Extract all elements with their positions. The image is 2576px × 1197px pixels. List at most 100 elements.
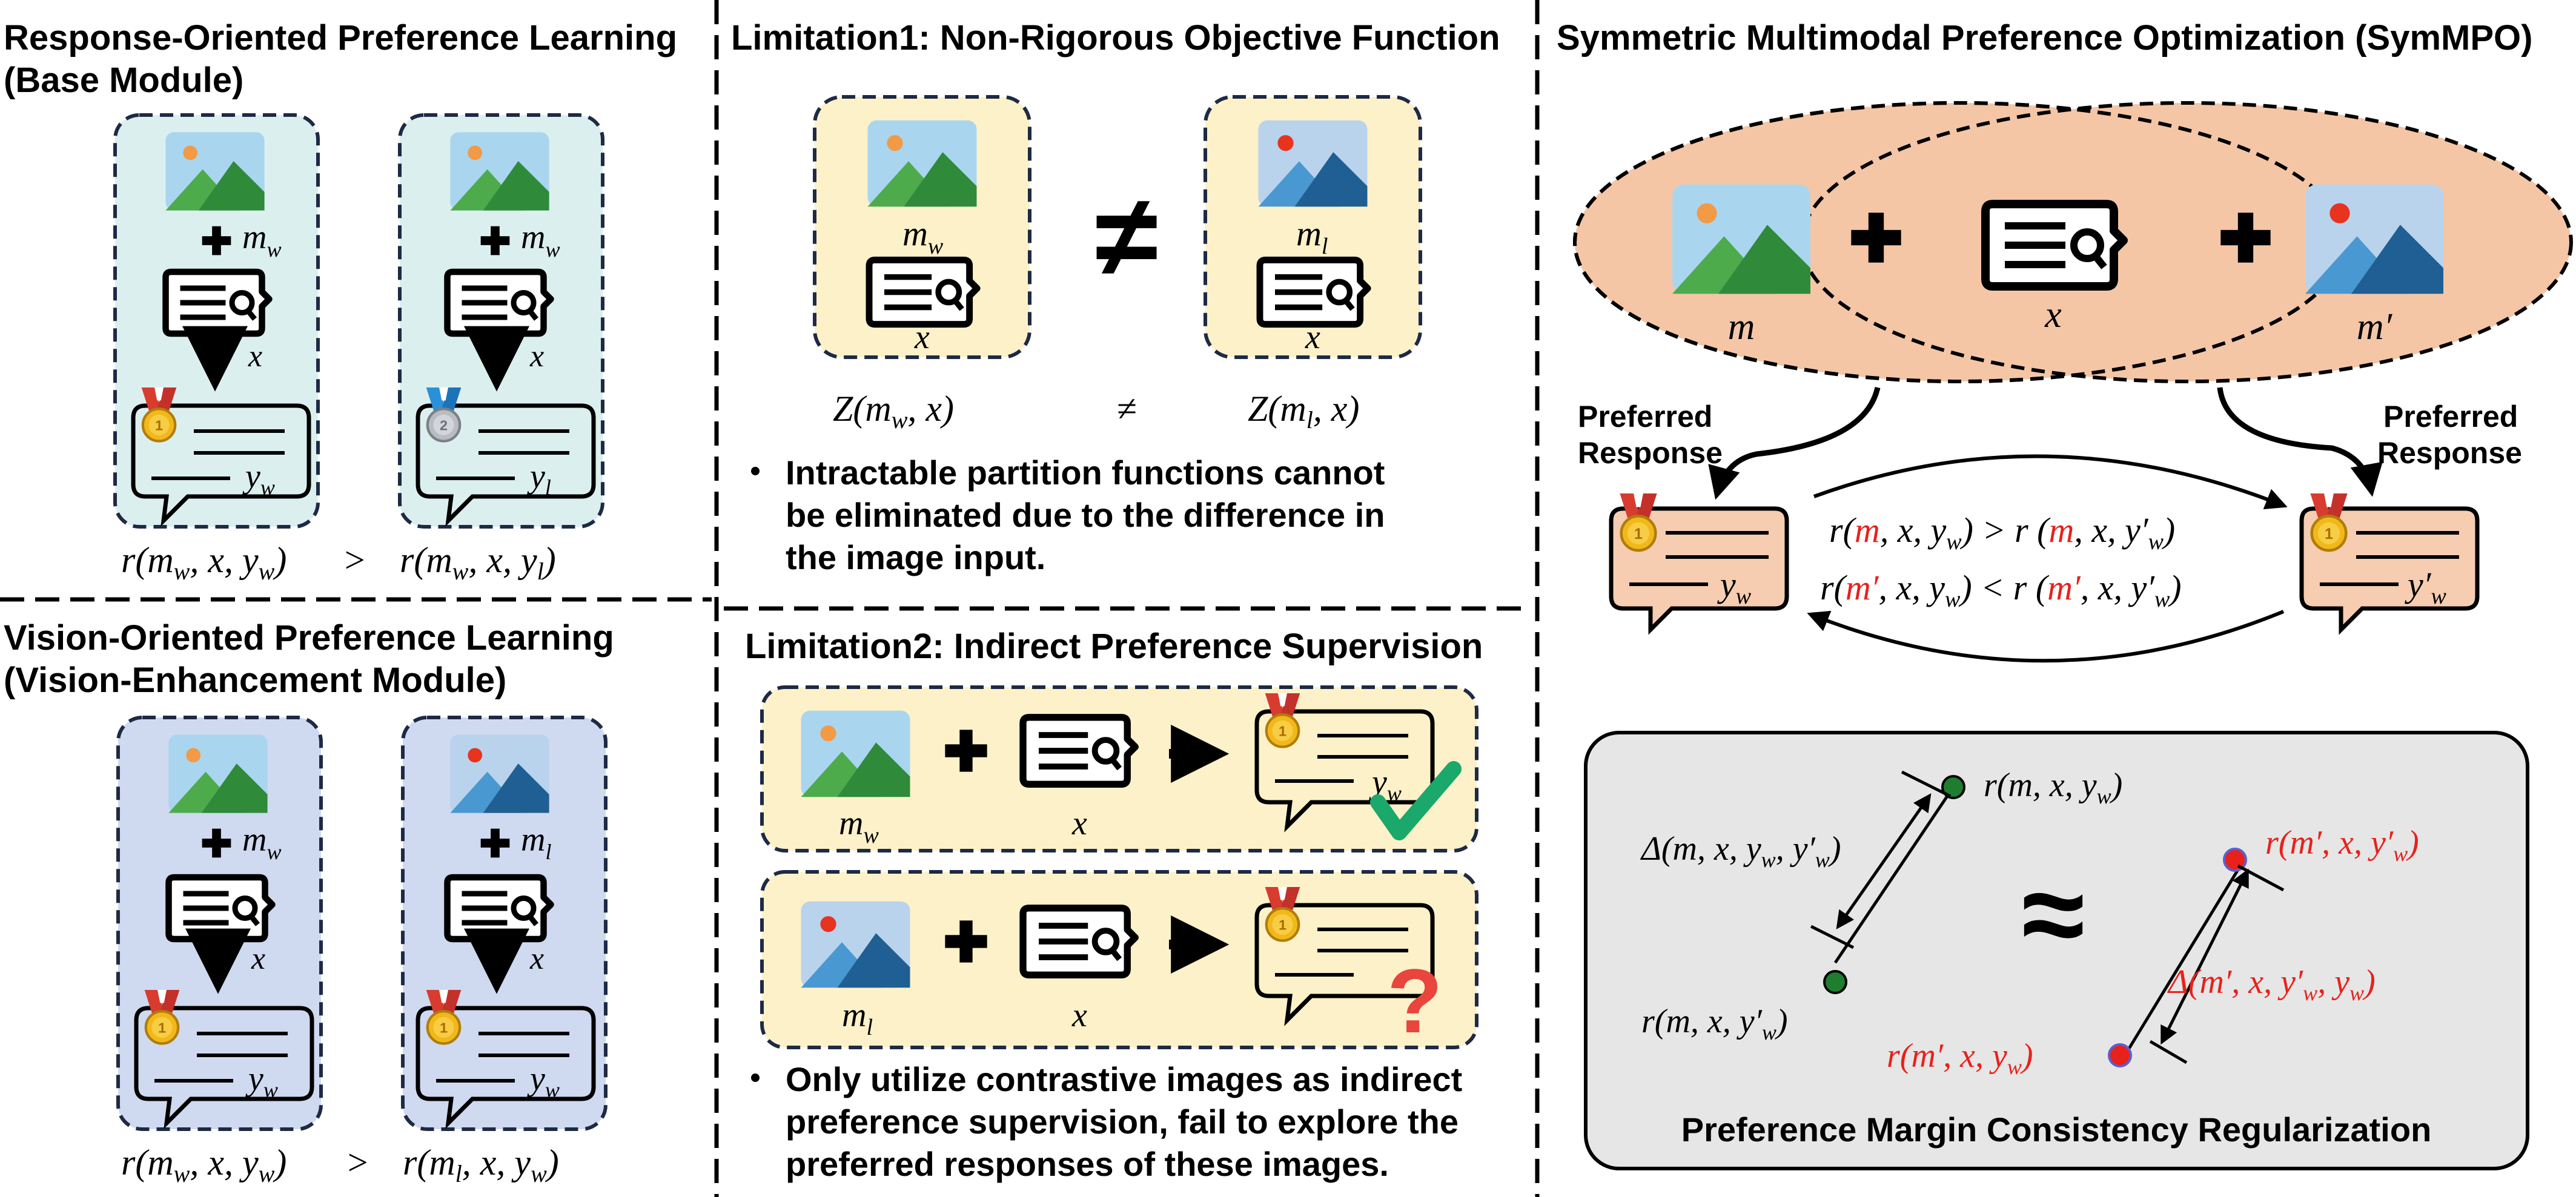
preferred-right-line1: Preferred: [2383, 400, 2518, 434]
panel-base-module: Response-Oriented Preference Learning (B…: [4, 18, 677, 585]
gold-medal-icon: [426, 990, 462, 1044]
delta-arrow-left: [1836, 793, 1932, 929]
gold-medal-icon: [142, 387, 177, 441]
check-icon: [1370, 761, 1462, 840]
svg-text:mw: mw: [521, 219, 560, 262]
gold-medal-icon: [1265, 693, 1300, 747]
image-icon: [450, 132, 549, 211]
query-icon: [1023, 717, 1135, 785]
base-title-line2: (Base Module): [4, 61, 243, 100]
approx-icon: ≈: [2022, 850, 2085, 978]
preferred-left-line2: Response: [1578, 436, 1723, 470]
preferred-right-line2: Response: [2377, 436, 2522, 470]
query-icon: [169, 877, 273, 939]
limitation2-bullet-line1: Only utilize contrastive images as indir…: [786, 1060, 1462, 1098]
query-icon: [1023, 908, 1135, 975]
query-icon: [448, 272, 551, 334]
image-icon: [450, 734, 549, 813]
z-not-equal: ≠: [1117, 389, 1137, 429]
vision-title-line2: (Vision-Enhancement Module): [4, 661, 506, 700]
base-title-line1: Response-Oriented Preference Learning: [4, 18, 677, 58]
m-prime-label: m′: [2357, 306, 2393, 348]
red-bottom-label: r(m′, x, yw): [1887, 1037, 2033, 1079]
x-label: x: [1071, 997, 1087, 1034]
limitation1-bullet-line2: be eliminated due to the difference in: [786, 496, 1385, 534]
limitation1-card-right: ml x: [1204, 95, 1422, 359]
gold-medal-icon: [1620, 493, 1657, 550]
query-icon: [448, 877, 551, 939]
red-dot-top: [2223, 848, 2247, 872]
arrow-left-preferred: [1708, 386, 1881, 500]
panel-vision-module: Vision-Oriented Preference Learning (Vis…: [4, 618, 614, 1187]
z-left: Z(mw, x): [833, 389, 954, 434]
x-label: x: [1305, 318, 1320, 356]
limitation2-row2: ml x ?: [760, 870, 1478, 1052]
margin-panel-bg: [1584, 731, 2529, 1170]
z-right: Z(ml, x): [1248, 389, 1359, 434]
query-icon: [166, 272, 270, 334]
query-icon: [1985, 204, 2124, 286]
query-icon: [1260, 260, 1368, 324]
vision-card-left: mw x yw: [116, 716, 323, 1131]
gold-medal-icon: [1265, 887, 1300, 941]
vision-formula: r(mw, x, yw) > r(ml, x, yw): [121, 1143, 559, 1187]
image-icon: [1672, 184, 1810, 294]
panel-margin-consistency: r(m, x, yw) Δ(m, x, yw, y′w) r(m, x, y′w…: [1584, 731, 2529, 1170]
red-dot-bottom: [2108, 1043, 2132, 1067]
panel-limitation2: Limitation2: Indirect Preference Supervi…: [745, 627, 1483, 1183]
panel-symmpo: Symmetric Multimodal Preference Optimiza…: [1557, 18, 2573, 663]
base-card-left: mw x yw: [113, 113, 320, 529]
delta-right-label: Δ(m′, x, y′w, yw): [2167, 963, 2376, 1005]
vision-title-line1: Vision-Oriented Preference Learning: [4, 618, 614, 658]
symmpo-title: Symmetric Multimodal Preference Optimiza…: [1557, 18, 2532, 58]
image-icon: [2305, 184, 2443, 294]
svg-text:yw: yw: [527, 1060, 560, 1102]
panel-limitation1: Limitation1: Non-Rigorous Objective Func…: [731, 18, 1500, 576]
limitation1-title: Limitation1: Non-Rigorous Objective Func…: [731, 18, 1500, 58]
x-label: x: [529, 941, 544, 976]
limitation2-row1: mw x yw: [760, 685, 1478, 852]
image-icon: [168, 734, 268, 813]
response-bubble: [131, 403, 311, 527]
svg-text:yl: yl: [527, 458, 551, 500]
green-dot-bottom: [1823, 970, 1847, 994]
inequality-2: r(m′, x, yw) < r (m′, x, y′w): [1820, 568, 2182, 612]
right-ellipse: [1800, 101, 2573, 383]
delta-left-label: Δ(m, x, yw, y′w): [1640, 830, 1841, 872]
limitation1-bullet-line3: the image input.: [786, 538, 1045, 576]
image-icon: [165, 132, 265, 211]
x-label: x: [251, 941, 265, 976]
base-formula: r(mw, x, yw) > r(mw, x, yl): [121, 540, 556, 585]
gold-medal-icon: [145, 990, 180, 1044]
image-icon: [867, 120, 977, 207]
response-bubble: [1254, 903, 1435, 1026]
x-label: x: [529, 339, 544, 374]
image-icon: [801, 901, 910, 988]
base-card-right: mw x yl: [398, 113, 604, 529]
response-bubble: [416, 403, 596, 527]
limitation1-bullet-line1: Intractable partition functions cannot: [786, 453, 1385, 492]
response-bubble: [134, 1006, 314, 1129]
response-bubble: [416, 1006, 596, 1129]
x-label: x: [2044, 294, 2062, 335]
svg-text:mw: mw: [242, 219, 281, 262]
x-label: x: [248, 339, 262, 374]
response-bubble: [1254, 709, 1435, 833]
bullet-dot: [751, 1073, 760, 1082]
not-equal-big-icon: ≠: [1095, 172, 1158, 300]
gold-medal-icon: [2310, 493, 2347, 550]
svg-text:mw: mw: [242, 821, 281, 864]
svg-text:mw: mw: [839, 805, 879, 848]
arrow-bottom-cycle: [1807, 610, 2285, 663]
limitation2-bullet-line2: preference supervision, fail to explore …: [786, 1103, 1459, 1141]
m-label: m: [1728, 306, 1755, 348]
svg-text:mw: mw: [902, 214, 944, 259]
response-bubble-right: y′w: [2299, 493, 2480, 635]
svg-text:y′w: y′w: [2405, 565, 2446, 609]
delta-arrow-right: [2160, 868, 2249, 1045]
svg-text:ml: ml: [521, 821, 551, 864]
vision-card-right: ml x yw: [401, 716, 608, 1131]
preferred-left-line1: Preferred: [1578, 400, 1712, 434]
silver-medal-icon: [426, 387, 462, 441]
